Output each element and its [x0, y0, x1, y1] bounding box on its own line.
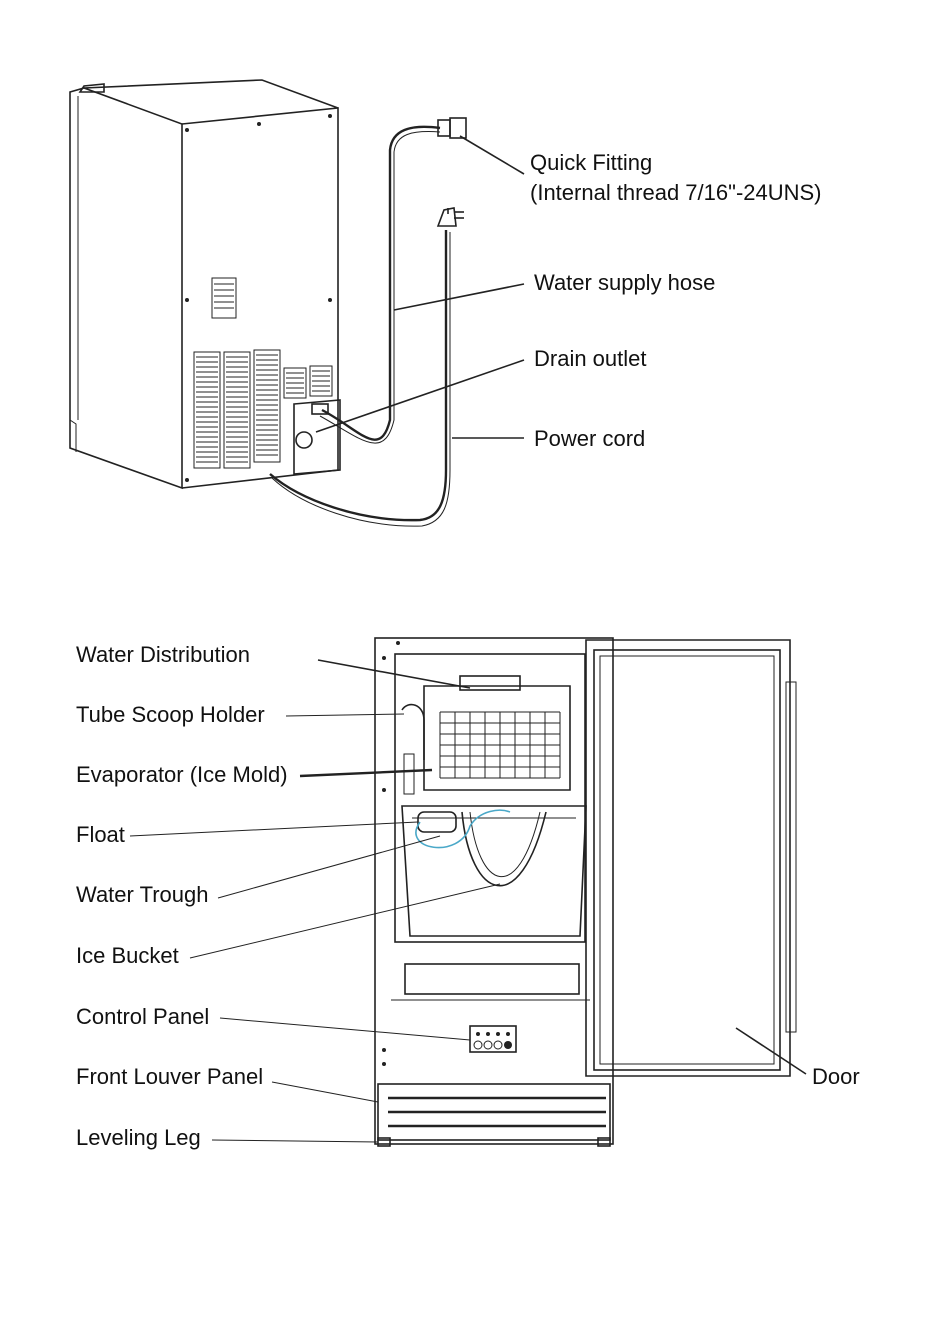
label-door: Door	[812, 1064, 860, 1089]
rear-view-illustration	[70, 80, 524, 526]
label-evaporator: Evaporator (Ice Mold)	[76, 762, 288, 787]
label-tube-scoop-holder: Tube Scoop Holder	[76, 702, 265, 727]
label-water-trough: Water Trough	[76, 882, 208, 907]
label-quick-fitting: Quick Fitting	[530, 150, 652, 175]
label-control-panel: Control Panel	[76, 1004, 209, 1029]
label-water-distribution: Water Distribution	[76, 642, 250, 667]
label-leveling-leg: Leveling Leg	[76, 1125, 201, 1150]
label-power-cord: Power cord	[534, 426, 645, 451]
label-float: Float	[76, 822, 125, 847]
label-drain-outlet: Drain outlet	[534, 346, 647, 371]
label-front-louver-panel: Front Louver Panel	[76, 1064, 263, 1089]
label-quick-fitting-spec: (Internal thread 7/16"-24UNS)	[530, 180, 822, 205]
label-ice-bucket: Ice Bucket	[76, 943, 179, 968]
label-water-supply-hose: Water supply hose	[534, 270, 715, 295]
